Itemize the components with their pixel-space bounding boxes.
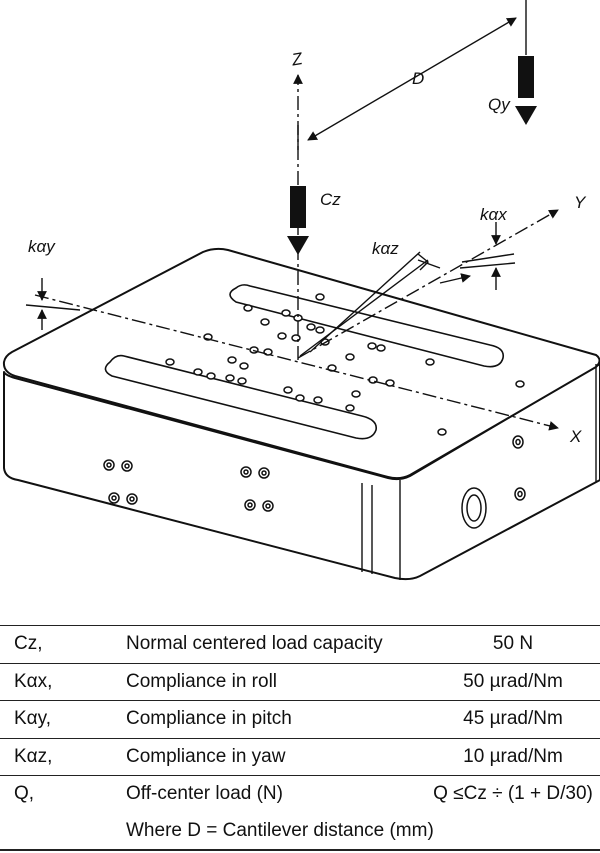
kay-indicator (25, 278, 81, 330)
cz-load-arrow (287, 186, 309, 255)
kaz-indicator (299, 251, 516, 357)
label-d: D (412, 69, 424, 88)
label-x: X (569, 427, 582, 446)
row-description: Off-center load (N) (126, 783, 283, 805)
qy-load-arrow (515, 56, 537, 125)
row-description: Compliance in roll (126, 663, 426, 701)
side-holes (103, 435, 526, 529)
table-row: Kαy, Compliance in pitch 45 µrad/Nm (0, 700, 600, 739)
x-axis (34, 294, 559, 431)
row-value: 45 µrad/Nm (426, 700, 600, 739)
row-value: Q ≤Cz ÷ (1 + D/30) (433, 783, 593, 805)
label-cz: Cz (320, 190, 341, 209)
table-row: Kαz, Compliance in yaw 10 µrad/Nm (0, 738, 600, 776)
table-row: Kαx, Compliance in roll 50 µrad/Nm (0, 663, 600, 701)
d-dimension-arrow (307, 17, 517, 141)
row-symbol: Kαy, (0, 700, 126, 739)
label-kax: kαx (480, 205, 507, 224)
specifications-table: Cz, Normal centered load capacity 50 N K… (0, 625, 600, 851)
axes (34, 74, 559, 431)
row-symbol: Q, (14, 783, 35, 805)
figure-labels: Z D Qy Cz kαx Y kαz kαy X (28, 49, 587, 446)
label-kay: kαy (28, 237, 56, 256)
row-symbol: Kαz, (0, 738, 126, 776)
row-symbol: Kαx, (0, 663, 126, 701)
label-y: Y (574, 193, 587, 212)
cantilever-note: Where D = Cantilever distance (mm) (126, 812, 600, 851)
table-row: Q, Off-center load (N) Q ≤Cz ÷ (1 + D/30… (0, 776, 600, 813)
row-description: Compliance in pitch (126, 700, 426, 739)
row-description: Compliance in yaw (126, 738, 426, 776)
table-row-note: Where D = Cantilever distance (mm) (0, 812, 600, 851)
row-value: 50 N (426, 625, 600, 664)
stage-diagram: Z D Qy Cz kαx Y kαz kαy X (2, 0, 600, 581)
row-value: 50 µrad/Nm (426, 663, 600, 701)
row-symbol: Cz, (0, 625, 126, 664)
table-row: Cz, Normal centered load capacity 50 N (0, 625, 600, 664)
stage-edges (361, 364, 597, 580)
label-z: Z (289, 49, 304, 70)
row-description: Normal centered load capacity (126, 625, 426, 664)
label-qy: Qy (488, 95, 511, 114)
label-kaz: kαz (372, 239, 399, 258)
row-value: 10 µrad/Nm (426, 738, 600, 776)
